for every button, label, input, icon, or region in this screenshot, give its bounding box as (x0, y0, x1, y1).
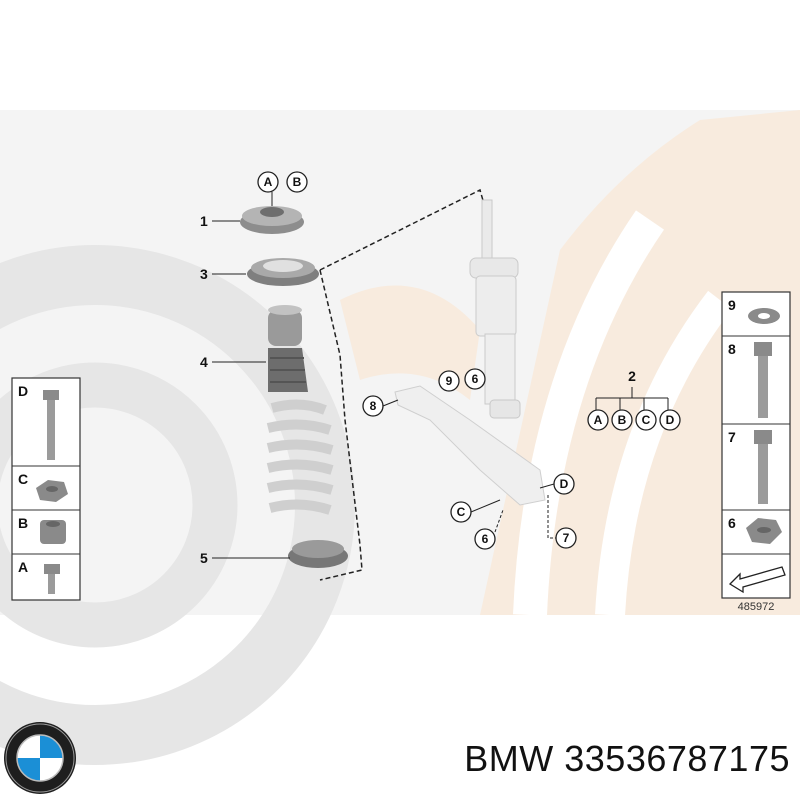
svg-text:D: D (666, 413, 675, 427)
bolt-a-icon (44, 564, 60, 594)
svg-text:B: B (618, 413, 627, 427)
left-fastener-panel: D C B A (11, 377, 81, 601)
svg-text:9: 9 (446, 374, 453, 388)
bolt-d-icon (43, 390, 59, 460)
bolt-8-icon (754, 342, 772, 418)
svg-text:4: 4 (200, 354, 208, 370)
nut-c-icon (36, 480, 68, 502)
kit-letter-c: C (635, 409, 657, 431)
svg-text:C: C (642, 413, 651, 427)
svg-text:8: 8 (370, 399, 377, 413)
svg-text:1: 1 (200, 213, 208, 229)
svg-text:6: 6 (472, 372, 479, 386)
svg-text:D: D (560, 477, 569, 491)
callout-1: 1 (200, 213, 240, 229)
callout-7-center: 7 (547, 495, 577, 549)
arrow-icon (728, 566, 786, 594)
svg-text:B: B (293, 175, 302, 189)
svg-text:2: 2 (628, 368, 636, 384)
svg-text:A: A (264, 175, 273, 189)
callout-2-kit: 2 (595, 368, 669, 410)
svg-text:D: D (18, 383, 28, 399)
svg-text:7: 7 (728, 429, 736, 445)
watermark-background (0, 110, 800, 765)
svg-text:6: 6 (728, 515, 736, 531)
top-mount-part (240, 206, 304, 234)
callout-top-b: B (286, 171, 308, 193)
svg-text:B: B (18, 515, 28, 531)
lower-seat-part (288, 540, 348, 568)
kit-letter-d: D (659, 409, 681, 431)
svg-text:3: 3 (200, 266, 208, 282)
svg-text:A: A (18, 559, 28, 575)
callout-top-a: A (257, 171, 279, 193)
shock-absorber-part (469, 199, 521, 419)
callout-3: 3 (200, 266, 246, 282)
callout-8-center: 8 (362, 395, 399, 417)
svg-text:C: C (18, 471, 28, 487)
kit-letter-b: B (611, 409, 633, 431)
callout-4: 4 (200, 354, 266, 370)
washer-9-icon (748, 308, 780, 324)
coil-spring-part (266, 399, 334, 515)
svg-text:8: 8 (728, 341, 736, 357)
callout-6-center-top: 6 (464, 368, 486, 390)
bearing-part (247, 258, 319, 286)
dust-boot-part (268, 305, 308, 392)
svg-text:9: 9 (728, 297, 736, 313)
nut-b-icon (40, 520, 66, 544)
callout-9-center: 9 (438, 370, 460, 392)
control-arm-part (394, 385, 546, 506)
svg-text:7: 7 (563, 531, 570, 545)
svg-text:A: A (594, 413, 603, 427)
part-number-caption: BMW 33536787175 (464, 738, 790, 779)
svg-text:C: C (457, 505, 466, 519)
svg-text:6: 6 (482, 532, 489, 546)
callout-c-center: C (450, 499, 501, 523)
kit-letter-a: A (587, 409, 609, 431)
diagram-number: 485972 (738, 601, 775, 613)
callout-d-center: D (539, 473, 575, 495)
svg-text:5: 5 (200, 550, 208, 566)
bolt-7-icon (754, 430, 772, 504)
right-fastener-panel: 9 8 7 6 485972 (721, 291, 791, 613)
callout-6-center-bottom: 6 (474, 509, 504, 550)
callout-5: 5 (200, 550, 290, 566)
bmw-logo-icon (4, 722, 76, 794)
nut-6-icon (746, 518, 782, 544)
